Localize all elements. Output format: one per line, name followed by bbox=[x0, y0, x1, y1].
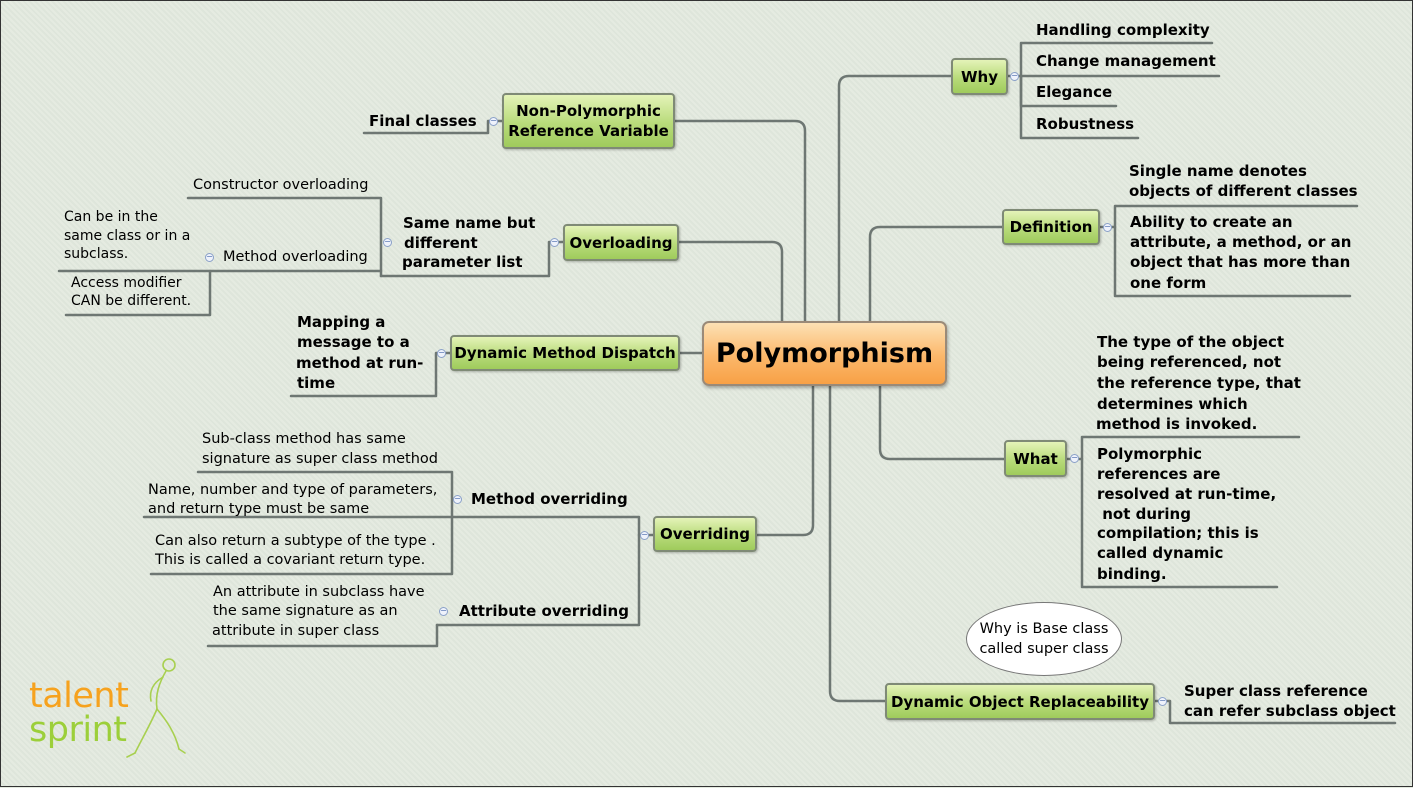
collapse-toggle-what[interactable]: − bbox=[1070, 453, 1079, 463]
collapse-toggle-attribute-overriding[interactable]: − bbox=[439, 606, 448, 616]
dmd-desc-line3: method at run- bbox=[296, 354, 424, 372]
node-definition-label: Definition bbox=[1009, 218, 1093, 236]
what-1-line2: being referenced, not bbox=[1097, 353, 1282, 371]
node-overriding-label: Overriding bbox=[660, 525, 750, 543]
leaf-method-overloading: Method overloading bbox=[223, 249, 368, 265]
node-non-polymorphic[interactable]: Non-Polymorphic Reference Variable bbox=[502, 93, 675, 149]
what-1-line3: the reference type, that bbox=[1097, 374, 1301, 392]
what-1-line4: determines which bbox=[1097, 395, 1248, 413]
logo-text-talent: talent bbox=[29, 676, 129, 716]
collapse-toggle-dor[interactable]: − bbox=[1158, 696, 1167, 706]
collapse-toggle-dmd[interactable]: − bbox=[437, 348, 446, 358]
definition-2-line4: one form bbox=[1130, 274, 1207, 292]
node-dynamic-object-replaceability[interactable]: Dynamic Object Replaceability bbox=[885, 683, 1155, 720]
override-note1-line2: signature as super class method bbox=[202, 451, 439, 467]
definition-1-line2: objects of different classes bbox=[1129, 182, 1358, 200]
connector-definition bbox=[868, 225, 1004, 323]
central-topic[interactable]: Polymorphism bbox=[702, 321, 947, 386]
override-note2-line1: Name, number and type of parameters, bbox=[148, 482, 438, 498]
attribute-note-line1: An attribute in subclass have bbox=[213, 584, 425, 600]
what-1-line5: method is invoked. bbox=[1096, 415, 1258, 433]
node-dmd-label: Dynamic Method Dispatch bbox=[454, 344, 676, 362]
connector-why bbox=[837, 74, 953, 323]
node-what[interactable]: What bbox=[1004, 440, 1067, 477]
node-why[interactable]: Why bbox=[951, 58, 1008, 95]
node-non-polymorphic-line2: Reference Variable bbox=[508, 122, 669, 140]
callout-base-class-question[interactable]: Why is Base class called super class bbox=[966, 602, 1122, 676]
dmd-desc-line1: Mapping a bbox=[297, 313, 386, 331]
override-note3-line1: Can also return a subtype of the type . bbox=[155, 533, 436, 549]
what-2-line4: not during bbox=[1097, 505, 1191, 523]
leaf-attribute-overriding: Attribute overriding bbox=[459, 602, 629, 620]
collapse-toggle-non-polymorphic[interactable]: − bbox=[489, 116, 498, 126]
callout-line1: Why is Base class bbox=[979, 621, 1109, 637]
definition-1-line1: Single name denotes bbox=[1129, 162, 1307, 180]
note-same-class-line1: Can be in the bbox=[64, 209, 158, 225]
node-dynamic-method-dispatch[interactable]: Dynamic Method Dispatch bbox=[450, 335, 680, 371]
node-definition[interactable]: Definition bbox=[1002, 209, 1100, 245]
leaf-method-overriding: Method overriding bbox=[471, 490, 628, 508]
what-1-line1: The type of the object bbox=[1097, 333, 1285, 351]
dmd-desc-line2: message to a bbox=[297, 333, 410, 351]
node-what-label: What bbox=[1013, 449, 1058, 468]
override-note1-line1: Sub-class method has same bbox=[202, 431, 406, 447]
definition-2-line1: Ability to create an bbox=[1130, 213, 1293, 231]
leaf-handling-complexity: Handling complexity bbox=[1036, 21, 1210, 39]
node-overriding[interactable]: Overriding bbox=[653, 516, 757, 552]
collapse-toggle-method-overloading[interactable]: − bbox=[205, 252, 214, 262]
note-access-modifier-line1: Access modifier bbox=[71, 275, 182, 291]
logo-text-sprint: sprint bbox=[29, 710, 127, 750]
callout-line2: called super class bbox=[979, 641, 1109, 657]
overloading-sub-line3: parameter list bbox=[402, 253, 523, 271]
what-2-line6: called dynamic bbox=[1097, 544, 1224, 562]
what-2-line3: resolved at run-time, bbox=[1097, 485, 1277, 503]
what-2-line1: Polymorphic bbox=[1097, 445, 1202, 463]
leaf-constructor-overloading: Constructor overloading bbox=[193, 177, 369, 193]
node-overloading[interactable]: Overloading bbox=[563, 224, 679, 261]
node-overloading-label: Overloading bbox=[569, 233, 673, 252]
definition-2-line2: attribute, a method, or an bbox=[1130, 233, 1352, 251]
definition-2-line3: object that has more than bbox=[1130, 253, 1351, 271]
runner-figure-icon bbox=[126, 658, 186, 758]
overloading-sub-line1: Same name but bbox=[403, 214, 536, 232]
override-note3-line2: This is called a covariant return type. bbox=[155, 552, 426, 568]
central-topic-label: Polymorphism bbox=[715, 338, 934, 369]
collapse-toggle-why[interactable]: − bbox=[1010, 71, 1019, 81]
collapse-toggle-param-list[interactable]: − bbox=[383, 237, 392, 247]
node-non-polymorphic-line1: Non-Polymorphic bbox=[516, 102, 661, 120]
connector-non-polymorphic bbox=[673, 119, 807, 323]
attribute-note-line2: the same signature as an bbox=[213, 603, 398, 619]
connector-overriding bbox=[755, 384, 815, 537]
what-2-line5: compilation; this is bbox=[1097, 524, 1259, 542]
leaf-change-management: Change management bbox=[1036, 52, 1216, 70]
note-same-class-line2: same class or in a bbox=[64, 228, 191, 244]
talentsprint-logo: talent sprint bbox=[29, 676, 129, 750]
leaf-robustness: Robustness bbox=[1036, 115, 1135, 133]
override-note2-line2: and return type must be same bbox=[148, 501, 370, 517]
connector-dor bbox=[828, 384, 887, 703]
leaf-final-classes: Final classes bbox=[369, 112, 477, 130]
leaf-elegance: Elegance bbox=[1036, 83, 1113, 101]
note-access-modifier-line2: CAN be different. bbox=[71, 293, 192, 309]
collapse-toggle-overriding[interactable]: − bbox=[640, 530, 649, 540]
connector-overloading bbox=[677, 240, 784, 323]
attribute-note-line3: attribute in super class bbox=[212, 623, 380, 639]
dor-desc-line1: Super class reference bbox=[1184, 682, 1368, 700]
what-2-line2: references are bbox=[1097, 465, 1221, 483]
dmd-desc-line4: time bbox=[297, 374, 336, 392]
node-why-label: Why bbox=[960, 67, 998, 86]
note-same-class-line3: subclass. bbox=[64, 246, 129, 262]
collapse-toggle-method-overriding[interactable]: − bbox=[453, 494, 462, 504]
collapse-toggle-definition[interactable]: − bbox=[1103, 222, 1112, 232]
what-2-line7: binding. bbox=[1097, 565, 1167, 583]
overloading-sub-line2: different bbox=[404, 234, 478, 252]
connector-what bbox=[878, 384, 1006, 461]
node-dor-label: Dynamic Object Replaceability bbox=[890, 692, 1150, 711]
collapse-toggle-overloading[interactable]: − bbox=[550, 237, 559, 247]
dor-desc-line2: can refer subclass object bbox=[1184, 702, 1396, 720]
